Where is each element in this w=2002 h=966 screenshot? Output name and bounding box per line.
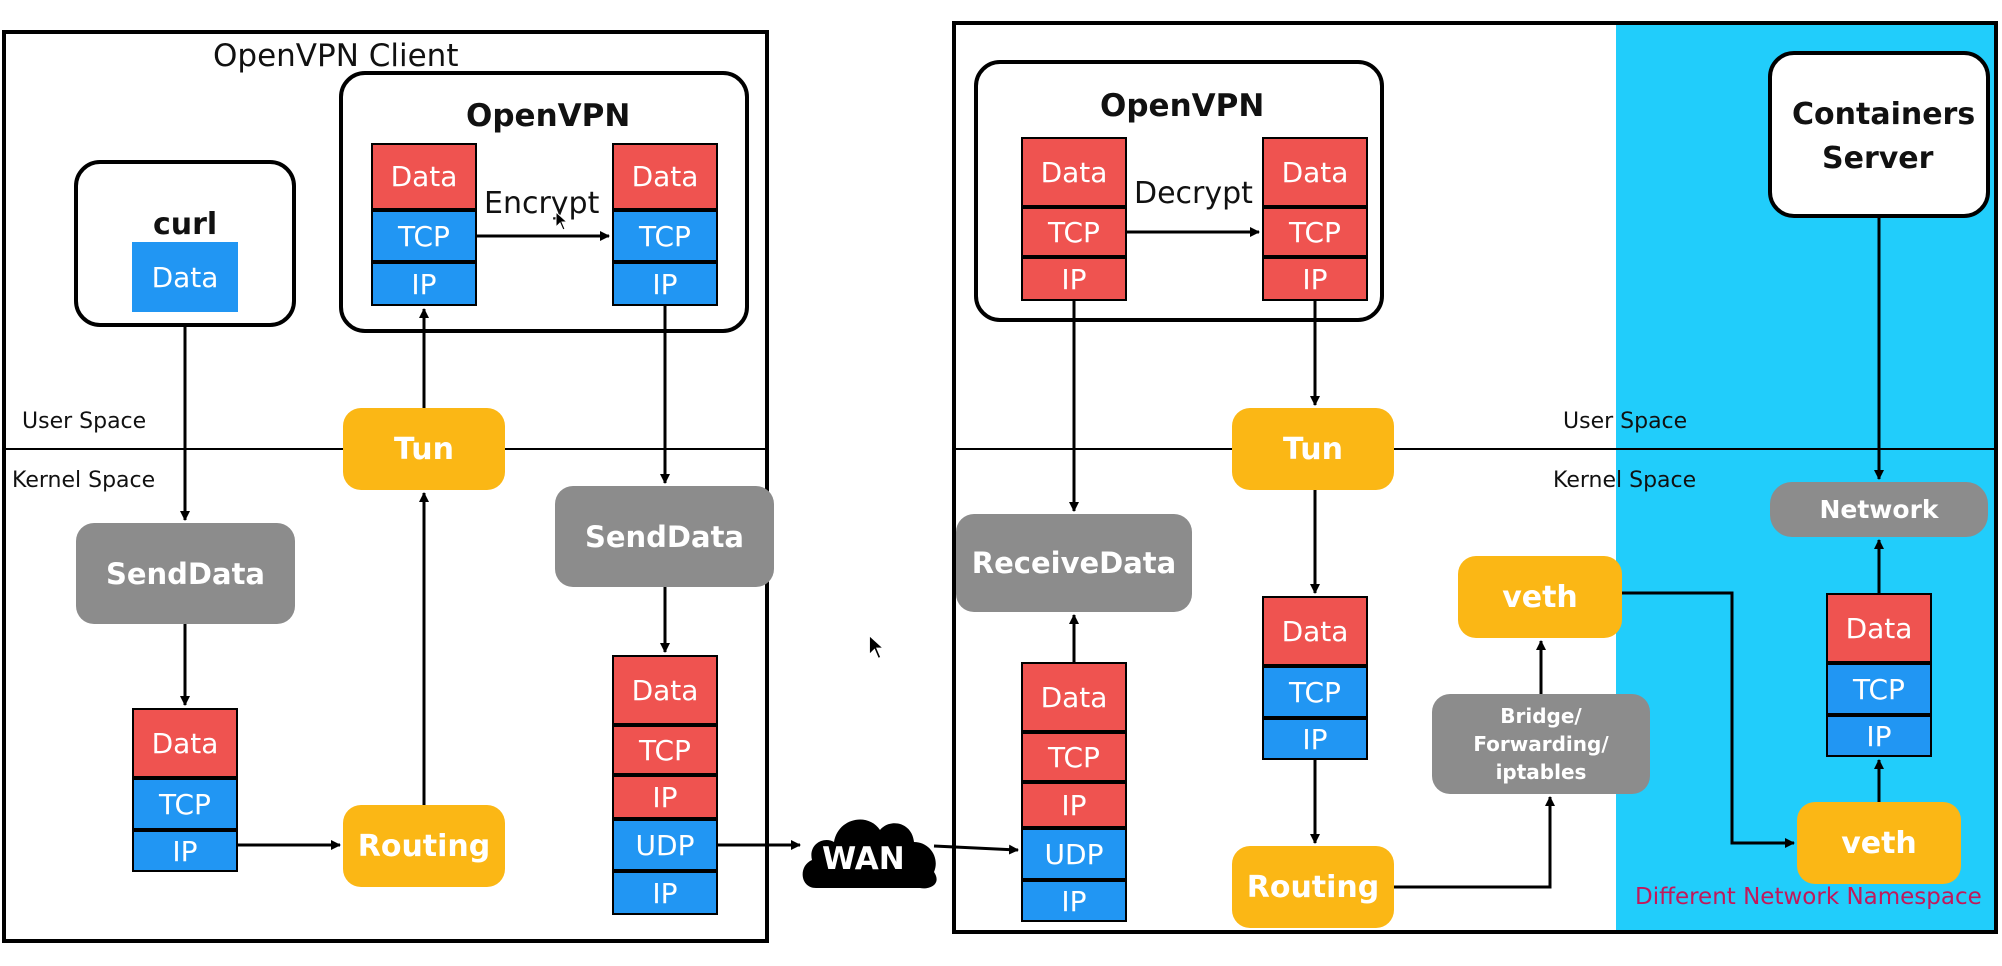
client-vpn-out-tcp: TCP (612, 210, 718, 262)
client-user-space-label: User Space (22, 409, 147, 434)
server-tun: Tun (1232, 408, 1394, 490)
arrow-wan-to-server (933, 844, 1019, 855)
bridge-line1: Bridge/ (1500, 704, 1582, 728)
client-enc-ip: IP (612, 775, 718, 819)
client-vpn-in-tcp: TCP (371, 210, 477, 262)
server-routing: Routing (1232, 846, 1394, 928)
client-tun: Tun (343, 408, 505, 490)
container-ip: IP (1826, 715, 1932, 757)
arrow-veth-to-container-veth (1622, 591, 1795, 848)
client-senddata-left: SendData (76, 523, 295, 624)
server-enc-udp: UDP (1021, 828, 1127, 880)
container-tcp: TCP (1826, 663, 1932, 715)
client-enc-outer-ip: IP (612, 871, 718, 915)
curl-label: curl (153, 207, 218, 242)
client-vpn-in-data: Data (371, 143, 477, 210)
decrypt-label: Decrypt (1134, 176, 1253, 211)
server-network: Network (1770, 482, 1988, 537)
server-decap-data: Data (1262, 596, 1368, 666)
server-vpn-out-ip: IP (1262, 257, 1368, 301)
cursor-icon (555, 211, 569, 231)
client-enc-data: Data (612, 655, 718, 725)
client-title: OpenVPN Client (213, 38, 459, 74)
client-routing: Routing (343, 805, 505, 887)
client-kernel-data: Data (132, 708, 238, 778)
containers-server-box (1768, 51, 1990, 218)
server-receivedata: ReceiveData (956, 514, 1192, 612)
wan-label: WAN (822, 841, 905, 877)
server-user-space-label: User Space (1563, 409, 1688, 434)
server-openvpn-title: OpenVPN (1100, 88, 1265, 124)
encrypt-label: Encrypt (484, 186, 600, 221)
bridge-line2: Forwarding/ (1473, 732, 1609, 756)
server-frame (952, 21, 1998, 934)
container-data: Data (1826, 593, 1932, 663)
server-enc-data: Data (1021, 662, 1127, 732)
wan-cloud-icon (802, 819, 937, 889)
client-vpn-out-ip: IP (612, 262, 718, 306)
client-openvpn-title: OpenVPN (466, 98, 631, 134)
client-senddata-right: SendData (555, 486, 774, 587)
client-kernel-tcp: TCP (132, 778, 238, 830)
server-decap-ip: IP (1262, 718, 1368, 760)
server-vpn-in-tcp: TCP (1021, 207, 1127, 257)
server-enc-outer-ip: IP (1021, 880, 1127, 922)
server-kernel-space-label: Kernel Space (1553, 468, 1697, 493)
containers-server-line2: Server (1822, 141, 1934, 176)
bridge-forwarding-iptables: Bridge/ Forwarding/ iptables (1432, 694, 1650, 794)
server-vpn-out-data: Data (1262, 137, 1368, 207)
server-enc-tcp: TCP (1021, 732, 1127, 782)
server-enc-ip: IP (1021, 782, 1127, 828)
client-vpn-out-data: Data (612, 143, 718, 210)
namespace-label: Different Network Namespace (1635, 884, 1982, 910)
server-vpn-out-tcp: TCP (1262, 207, 1368, 257)
cursor-icon (868, 634, 886, 660)
bridge-line3: iptables (1495, 760, 1587, 784)
curl-data: Data (132, 242, 238, 312)
client-kernel-space-label: Kernel Space (12, 468, 156, 493)
client-enc-udp: UDP (612, 819, 718, 871)
containers-server-line1: Containers (1792, 97, 1976, 132)
server-decap-tcp: TCP (1262, 666, 1368, 718)
server-vpn-in-ip: IP (1021, 257, 1127, 301)
server-vpn-in-data: Data (1021, 137, 1127, 207)
client-frame (2, 30, 769, 943)
server-veth-host: veth (1458, 556, 1622, 638)
arrow-routing-to-bridge (1394, 796, 1555, 889)
client-kernel-ip: IP (132, 830, 238, 872)
server-space-divider (954, 448, 1996, 450)
client-vpn-in-ip: IP (371, 262, 477, 306)
client-enc-tcp: TCP (612, 725, 718, 775)
container-veth: veth (1797, 802, 1961, 884)
